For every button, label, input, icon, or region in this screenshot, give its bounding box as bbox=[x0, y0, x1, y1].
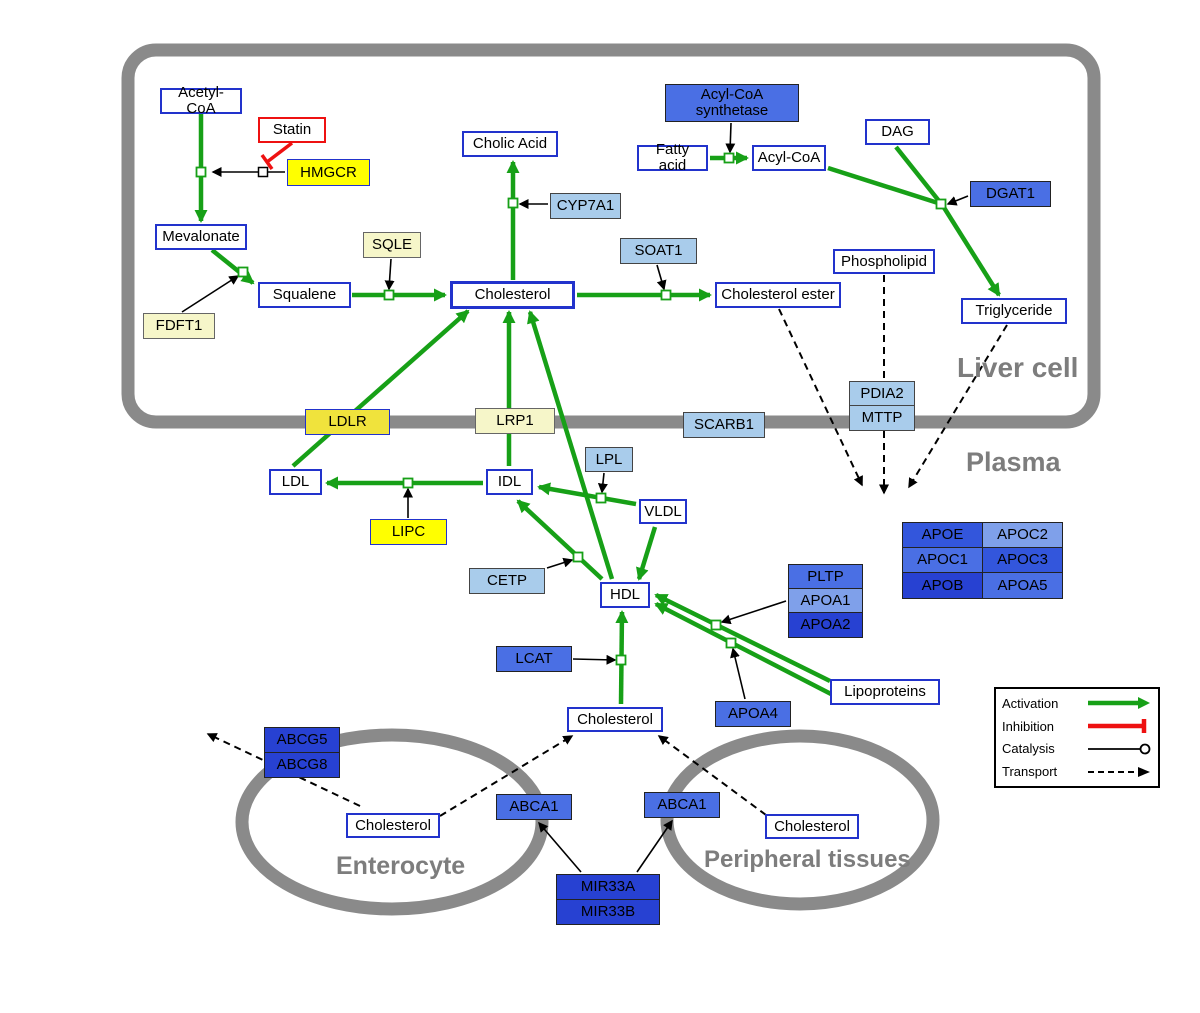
node-acyl-coa[interactable]: Acyl-CoA bbox=[752, 145, 826, 171]
node-lipc[interactable]: LIPC bbox=[370, 519, 447, 545]
node-lcat[interactable]: LCAT bbox=[496, 646, 572, 672]
node-cyp7a1[interactable]: CYP7A1 bbox=[550, 193, 621, 219]
node-apoa4[interactable]: APOA4 bbox=[715, 701, 791, 727]
legend: Activation Inhibition Catalysis Transpor… bbox=[994, 687, 1160, 788]
legend-catalysis-row: Catalysis bbox=[1002, 738, 1152, 760]
node-acetyl-coa[interactable]: Acetyl-CoA bbox=[160, 85, 242, 116]
node-squalene[interactable]: Squalene bbox=[258, 282, 351, 308]
node-acyl-coa-synthetase[interactable]: Acyl-CoA synthetase bbox=[665, 84, 799, 122]
node-abcg5[interactable]: ABCG5 bbox=[264, 727, 340, 753]
node-apoc3[interactable]: APOC3 bbox=[982, 547, 1063, 573]
inhibition-edge-statin bbox=[260, 141, 294, 171]
node-lrp1[interactable]: LRP1 bbox=[475, 408, 555, 434]
node-cetp[interactable]: CETP bbox=[469, 568, 545, 594]
node-cholic-acid[interactable]: Cholic Acid bbox=[462, 131, 558, 157]
node-lpl[interactable]: LPL bbox=[585, 447, 633, 472]
node-cholesterol-liver[interactable]: Cholesterol bbox=[450, 281, 575, 309]
node-apob[interactable]: APOB bbox=[902, 572, 983, 599]
plasma-label: Plasma bbox=[966, 447, 1061, 477]
transport-dashed-arrow-icon bbox=[1088, 766, 1150, 777]
catalysis-circle-icon bbox=[1088, 743, 1151, 755]
liver-cell-membrane bbox=[121, 43, 1101, 429]
node-phospholipid[interactable]: Phospholipid bbox=[833, 249, 935, 274]
enterocyte-label: Enterocyte bbox=[336, 852, 466, 880]
node-cholesterol-plasma[interactable]: Cholesterol bbox=[567, 707, 663, 732]
reaction-anchor-squares bbox=[195, 152, 947, 666]
node-mir33a[interactable]: MIR33A bbox=[556, 874, 660, 900]
node-mir33b[interactable]: MIR33B bbox=[556, 899, 660, 925]
node-mttp[interactable]: MTTP bbox=[849, 405, 915, 431]
node-statin[interactable]: Statin bbox=[258, 117, 326, 143]
node-apoc2[interactable]: APOC2 bbox=[982, 522, 1063, 548]
catalysis-edges bbox=[181, 122, 969, 873]
node-cholesterol-peripheral[interactable]: Cholesterol bbox=[765, 814, 859, 839]
node-apoa1[interactable]: APOA1 bbox=[788, 588, 863, 613]
liver-cell-label: Liver cell bbox=[957, 352, 1079, 383]
legend-inhibition-row: Inhibition bbox=[1002, 715, 1152, 737]
node-dgat1[interactable]: DGAT1 bbox=[970, 181, 1051, 207]
legend-inhibition-label: Inhibition bbox=[1002, 718, 1055, 734]
node-soat1[interactable]: SOAT1 bbox=[620, 238, 697, 264]
node-cholesterol-ester[interactable]: Cholesterol ester bbox=[715, 282, 841, 308]
node-fdft1[interactable]: FDFT1 bbox=[143, 313, 215, 339]
legend-transport-row: Transport bbox=[1002, 761, 1152, 783]
node-cholesterol-enterocyte[interactable]: Cholesterol bbox=[346, 813, 440, 838]
node-ldlr[interactable]: LDLR bbox=[305, 409, 390, 435]
activation-edges bbox=[194, 114, 1001, 705]
legend-catalysis-label: Catalysis bbox=[1002, 741, 1055, 757]
statin-anchor-square bbox=[257, 166, 269, 178]
node-abca1-peripheral[interactable]: ABCA1 bbox=[644, 792, 720, 818]
legend-transport-label: Transport bbox=[1002, 764, 1058, 780]
node-abca1-enterocyte[interactable]: ABCA1 bbox=[496, 794, 572, 820]
node-apoa2[interactable]: APOA2 bbox=[788, 612, 863, 638]
legend-activation-row: Activation bbox=[1002, 692, 1152, 714]
node-pltp[interactable]: PLTP bbox=[788, 564, 863, 589]
node-vldl[interactable]: VLDL bbox=[639, 499, 687, 524]
node-sqle[interactable]: SQLE bbox=[363, 232, 421, 258]
inhibition-bar-icon bbox=[1088, 719, 1147, 734]
peripheral-tissues-label: Peripheral tissues bbox=[704, 846, 911, 873]
node-pdia2[interactable]: PDIA2 bbox=[849, 381, 915, 406]
node-ldl[interactable]: LDL bbox=[269, 469, 322, 495]
node-idl[interactable]: IDL bbox=[486, 469, 533, 495]
legend-activation-label: Activation bbox=[1002, 695, 1059, 711]
node-lipoproteins[interactable]: Lipoproteins bbox=[830, 679, 940, 705]
node-dag[interactable]: DAG bbox=[865, 119, 930, 145]
node-abcg8[interactable]: ABCG8 bbox=[264, 752, 340, 778]
activation-arrow-icon bbox=[1088, 697, 1150, 710]
node-scarb1[interactable]: SCARB1 bbox=[683, 412, 765, 438]
node-apoe[interactable]: APOE bbox=[902, 522, 983, 548]
node-fatty-acid[interactable]: Fatty acid bbox=[637, 142, 708, 173]
node-apoc1[interactable]: APOC1 bbox=[902, 547, 983, 573]
node-apoa5[interactable]: APOA5 bbox=[982, 572, 1063, 599]
node-hmgcr[interactable]: HMGCR bbox=[287, 159, 370, 186]
node-hdl[interactable]: HDL bbox=[600, 582, 650, 608]
node-triglyceride[interactable]: Triglyceride bbox=[961, 298, 1067, 324]
node-mevalonate[interactable]: Mevalonate bbox=[155, 224, 247, 250]
